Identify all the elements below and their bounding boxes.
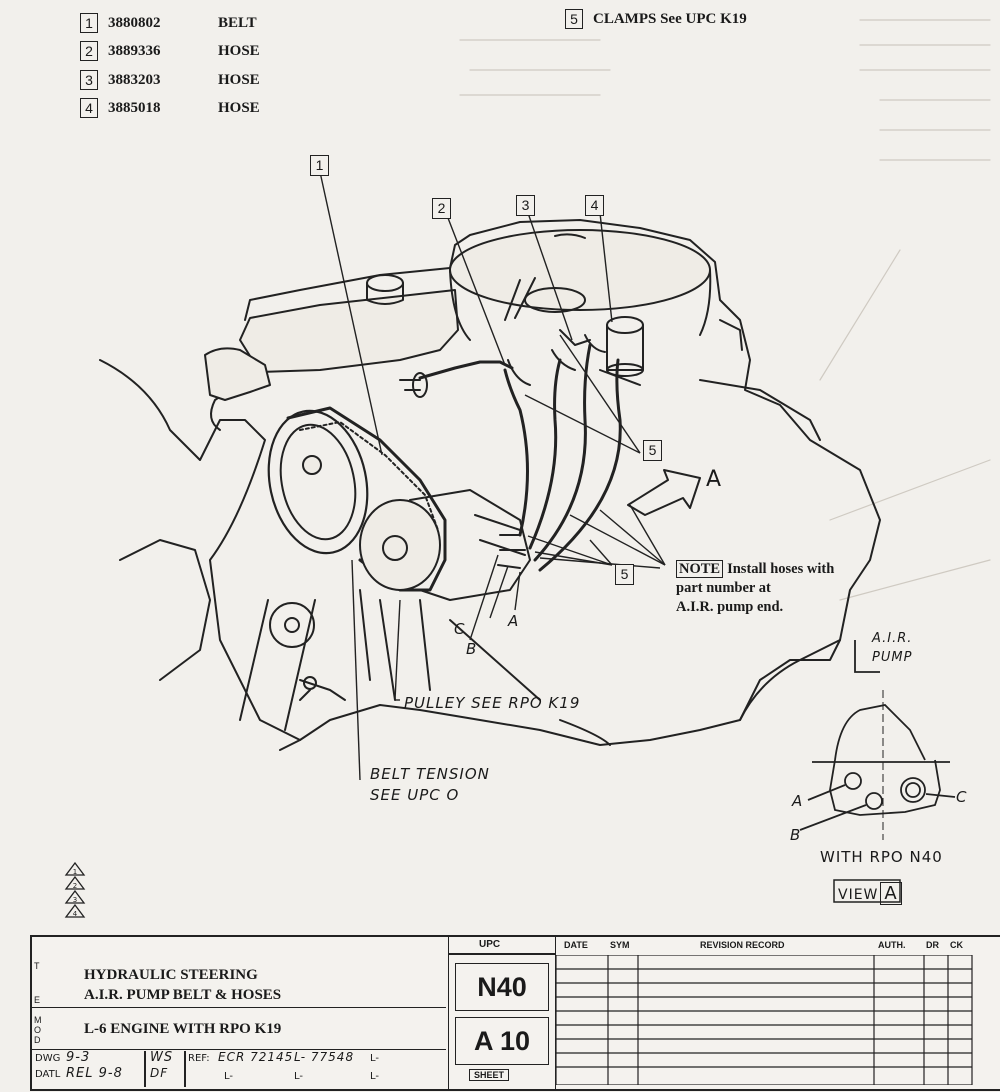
drawing-subtitle: A.I.R. PUMP BELT & HOSES [84,987,282,1003]
divider [144,1051,146,1087]
part-number: 3880802 [108,14,161,31]
ref-l: L- [224,1071,234,1082]
port-b-label: B [466,640,478,658]
ref-l: L- [294,1071,304,1082]
model-cell: M O D L-6 ENGINE WITH RPO K19 [32,1009,446,1050]
revision-mark: 4 [73,910,78,918]
note-line: A.I.R. pump end. [676,599,784,615]
sheet-number: A 10 [473,1026,531,1056]
legend-row: 2 3889336 HOSE [80,40,260,62]
dwg-label: DWG [35,1053,61,1064]
inset-port-b: B [790,826,802,844]
ref-l: L- [370,1071,380,1082]
title-cell: T E HYDRAULIC STEERING A.I.R. PUMP BELT … [32,937,446,1008]
port-c-label: C [454,620,466,638]
ref-value: L- [370,1053,380,1064]
upc-header: UPC [479,939,501,950]
legend-row: 3 3883203 HOSE [80,69,260,91]
note-tag: NOTE [676,560,724,578]
engine-illustration [99,19,991,903]
part-number-box: 1 [80,13,98,33]
ref-value: ECR 72145 [218,1050,294,1064]
col-auth: AUTH. [878,940,906,950]
title-block: T E HYDRAULIC STEERING A.I.R. PUMP BELT … [30,935,1000,1091]
divider [184,1051,186,1087]
dwg-value: 9-3 [66,1050,91,1065]
part-name: HOSE [218,71,260,88]
reference-cell: DWG 9-3 DATL REL 9-8 WS DF REF: ECR 7214… [32,1050,446,1089]
callout-5: 5 [615,564,634,585]
view-a-inset [799,640,956,903]
callout-4: 4 [585,195,604,216]
callout-3: 3 [516,195,535,216]
port-a-label: A [508,612,520,630]
clamps-note: 5 CLAMPS See UPC K19 [565,8,747,30]
datl-label: DATL [35,1069,61,1080]
datl-value: REL 9-8 [66,1066,123,1081]
legend-row: 1 3880802 BELT [80,12,257,34]
pulley-label: PULLEY SEE RPO K19 [404,694,581,712]
view-letter: A [880,882,902,905]
revision-mark: 2 [73,882,77,890]
inset-port-c: C [956,788,968,806]
df-initials: DF [150,1066,169,1080]
note-line: part number at [676,580,771,596]
col-dr: DR [926,940,939,950]
revision-grid [556,955,973,1085]
engine-block [244,219,881,751]
view-word: VIEW [838,887,879,903]
side-letter: T [34,961,40,971]
revision-mark: 1 [73,868,77,876]
revision-triangle-icon: 1 2 3 4 [64,861,86,918]
part-name: HOSE [218,42,260,59]
inset-caption: WITH RPO N40 [820,848,943,866]
ws-initials: WS [150,1050,174,1065]
upc-code: N40 [477,972,527,1002]
callout-5: 5 [643,440,662,461]
title-block-left: T E HYDRAULIC STEERING A.I.R. PUMP BELT … [32,937,446,1089]
upc-box: N40 [455,963,549,1011]
part-name: BELT [218,14,257,31]
belt-tension-ref: SEE UPC O [370,786,460,804]
part-number: 3885018 [108,99,161,116]
view-a-arrow-label: A [706,467,723,492]
callout-2: 2 [432,198,451,219]
belt-tension-label: BELT TENSION [370,765,490,783]
revision-triangles: 1 2 3 4 [64,861,86,926]
side-letter: M O D [34,1015,42,1045]
col-sym: SYM [610,940,630,950]
clamps-text: CLAMPS See UPC K19 [593,10,747,27]
revision-mark: 3 [73,896,77,904]
part-number: 3889336 [108,42,161,59]
side-letter: E [34,995,41,1005]
part-name: HOSE [218,99,260,116]
col-revision: REVISION RECORD [700,940,785,950]
col-date: DATE [564,940,588,950]
inset-port-a: A [792,792,804,810]
part-number-box: 3 [80,70,98,90]
part-number: 3883203 [108,71,161,88]
sheet-box: A 10 [455,1017,549,1065]
part-number-box: 4 [80,98,98,118]
divider [449,953,555,955]
ref-label: REF: [188,1053,210,1064]
callout-1: 1 [310,155,329,176]
part-number-box: 5 [565,9,583,29]
inset-title: A.I.R. [872,631,913,646]
inset-title: PUMP [872,650,913,665]
sheet-label: SHEET [469,1069,510,1081]
drawing-title: HYDRAULIC STEERING [84,967,258,983]
col-ck: CK [950,940,963,950]
legend-row: 4 3885018 HOSE [80,97,260,119]
ref-value: L- 77548 [294,1050,355,1064]
part-number-box: 2 [80,41,98,61]
model-title: L-6 ENGINE WITH RPO K19 [84,1021,282,1037]
upc-cell: UPC N40 A 10 SHEET [448,937,556,1089]
note-line: Install hoses with [727,561,835,577]
